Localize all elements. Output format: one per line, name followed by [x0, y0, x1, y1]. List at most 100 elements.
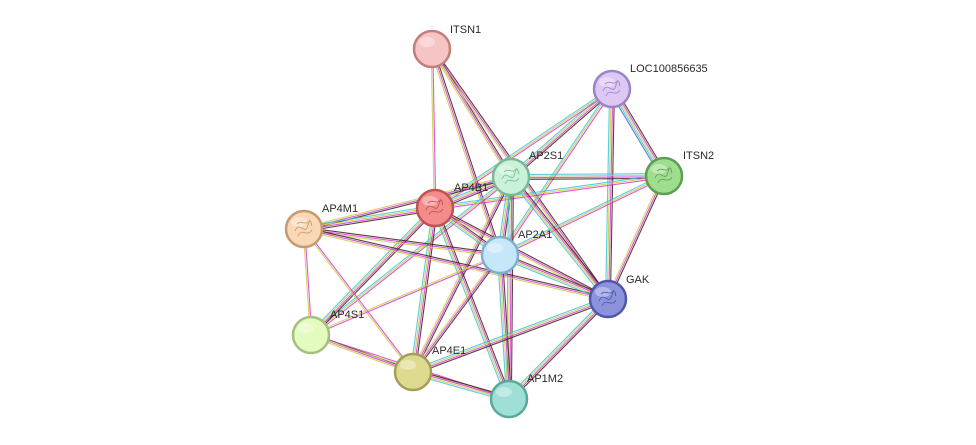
node-circle[interactable] [480, 235, 520, 275]
edge-evidence-line [304, 208, 436, 231]
edge-evidence-line [411, 253, 500, 372]
edge-ap2s1-gak[interactable] [508, 175, 611, 301]
node-itsn1[interactable] [412, 29, 452, 69]
edge-evidence-line [311, 177, 513, 337]
node-label-ap2a1: AP2A1 [518, 229, 552, 241]
node-label-itsn2: ITSN2 [683, 150, 714, 162]
edge-evidence-line [500, 252, 610, 298]
node-itsn2[interactable] [644, 156, 684, 196]
node-highlight [599, 77, 615, 87]
node-ap4b1[interactable] [415, 188, 455, 228]
node-ap1m2[interactable] [489, 379, 529, 419]
edge-evidence-line [413, 300, 610, 375]
edge-evidence-line [432, 48, 503, 255]
edge-itsn2-gak[interactable] [606, 175, 666, 300]
edge-ap4b1-ap4s1[interactable] [308, 205, 438, 338]
edge-evidence-line [510, 300, 611, 402]
edge-ap2a1-ap4s1[interactable] [310, 253, 501, 337]
edge-evidence-line [499, 88, 613, 256]
edge-itsn1-ap4b1[interactable] [430, 48, 437, 209]
edge-evidence-line [512, 90, 614, 180]
node-circle[interactable] [489, 379, 529, 419]
protein-structure-icon [294, 219, 313, 237]
edge-ap2a1-ap1m2[interactable] [497, 254, 512, 400]
edge-ap4m1-gak[interactable] [303, 226, 609, 302]
edge-evidence-line [434, 175, 665, 209]
edge-evidence-line [605, 88, 611, 299]
edge-evidence-line [511, 177, 665, 180]
protein-structure-icon [598, 289, 617, 307]
edge-evidence-line [511, 176, 610, 299]
edge-itsn2-ap2a1[interactable] [499, 174, 665, 257]
edge-evidence-line [507, 176, 511, 399]
edge-evidence-line [311, 208, 436, 336]
edge-ap4b1-ap4m1[interactable] [303, 205, 436, 232]
edge-evidence-line [511, 176, 665, 179]
edge-evidence-line [304, 228, 415, 372]
edge-evidence-line [411, 296, 608, 371]
node-circle[interactable] [291, 315, 331, 355]
edge-evidence-line [413, 255, 502, 374]
edge-evidence-line [512, 175, 611, 298]
edge-gak-ap4e1[interactable] [411, 296, 610, 375]
edge-evidence-line [508, 298, 608, 399]
node-label-ap4s1: AP4S1 [330, 309, 364, 321]
node-circle[interactable] [393, 352, 433, 392]
node-highlight [298, 323, 314, 333]
node-label-ap4b1: AP4B1 [454, 182, 488, 194]
edge-evidence-line [506, 296, 607, 398]
edge-evidence-line [414, 208, 438, 373]
edge-itsn2-ap2s1[interactable] [510, 173, 665, 180]
node-ap2s1[interactable] [491, 157, 531, 197]
node-label-loc100856635: LOC100856635 [630, 63, 708, 75]
node-ap4s1[interactable] [291, 315, 331, 355]
edge-ap2s1-ap4m1[interactable] [303, 174, 512, 232]
edge-ap4b1-gak[interactable] [433, 206, 610, 301]
edge-evidence-line [499, 255, 608, 301]
edge-evidence-line [412, 297, 608, 372]
node-circle[interactable] [412, 29, 452, 69]
node-ap4e1[interactable] [393, 352, 433, 392]
edge-evidence-line [511, 89, 613, 179]
node-highlight [498, 165, 514, 175]
edge-loc100856635-ap2a1[interactable] [498, 87, 614, 257]
node-ap2a1[interactable] [480, 235, 520, 275]
edge-gak-ap1m2[interactable] [506, 296, 611, 402]
edge-evidence-line [430, 49, 435, 209]
edge-ap4m1-ap2a1[interactable] [303, 226, 501, 258]
edge-evidence-line [499, 175, 665, 256]
edge-ap2a1-gak[interactable] [498, 252, 610, 302]
node-loc100856635[interactable] [592, 69, 632, 109]
node-label-ap4m1: AP4M1 [322, 203, 358, 215]
edge-evidence-line [304, 209, 436, 232]
edge-ap4b1-ap4e1[interactable] [410, 207, 438, 373]
edge-evidence-line [303, 228, 501, 256]
node-label-ap4e1: AP4E1 [432, 345, 466, 357]
node-layer [284, 29, 684, 419]
node-gak[interactable] [588, 279, 628, 319]
edge-evidence-line [509, 177, 513, 400]
edge-evidence-line [509, 299, 609, 400]
edge-evidence-line [434, 207, 609, 300]
node-label-ap2s1: AP2S1 [529, 150, 563, 162]
edge-evidence-line [312, 209, 438, 338]
node-label-ap1m2: AP1M2 [527, 373, 563, 385]
edge-evidence-line [608, 89, 614, 300]
node-label-itsn1: ITSN1 [450, 24, 481, 36]
edge-ap4b1-ap1m2[interactable] [432, 206, 512, 401]
edge-evidence-line [510, 173, 664, 176]
edge-evidence-line [608, 176, 666, 300]
edge-ap4m1-ap4e1[interactable] [302, 228, 415, 373]
edge-loc100856635-gak[interactable] [605, 88, 615, 300]
node-ap4m1[interactable] [284, 209, 324, 249]
edge-evidence-line [510, 174, 664, 177]
edge-evidence-line [310, 253, 500, 335]
edge-evidence-line [508, 178, 607, 301]
edge-ap2s1-ap1m2[interactable] [506, 176, 514, 400]
edge-evidence-line [510, 177, 514, 400]
node-highlight [595, 287, 611, 297]
edge-ap2a1-ap4e1[interactable] [411, 253, 502, 374]
edge-evidence-line [303, 230, 608, 302]
